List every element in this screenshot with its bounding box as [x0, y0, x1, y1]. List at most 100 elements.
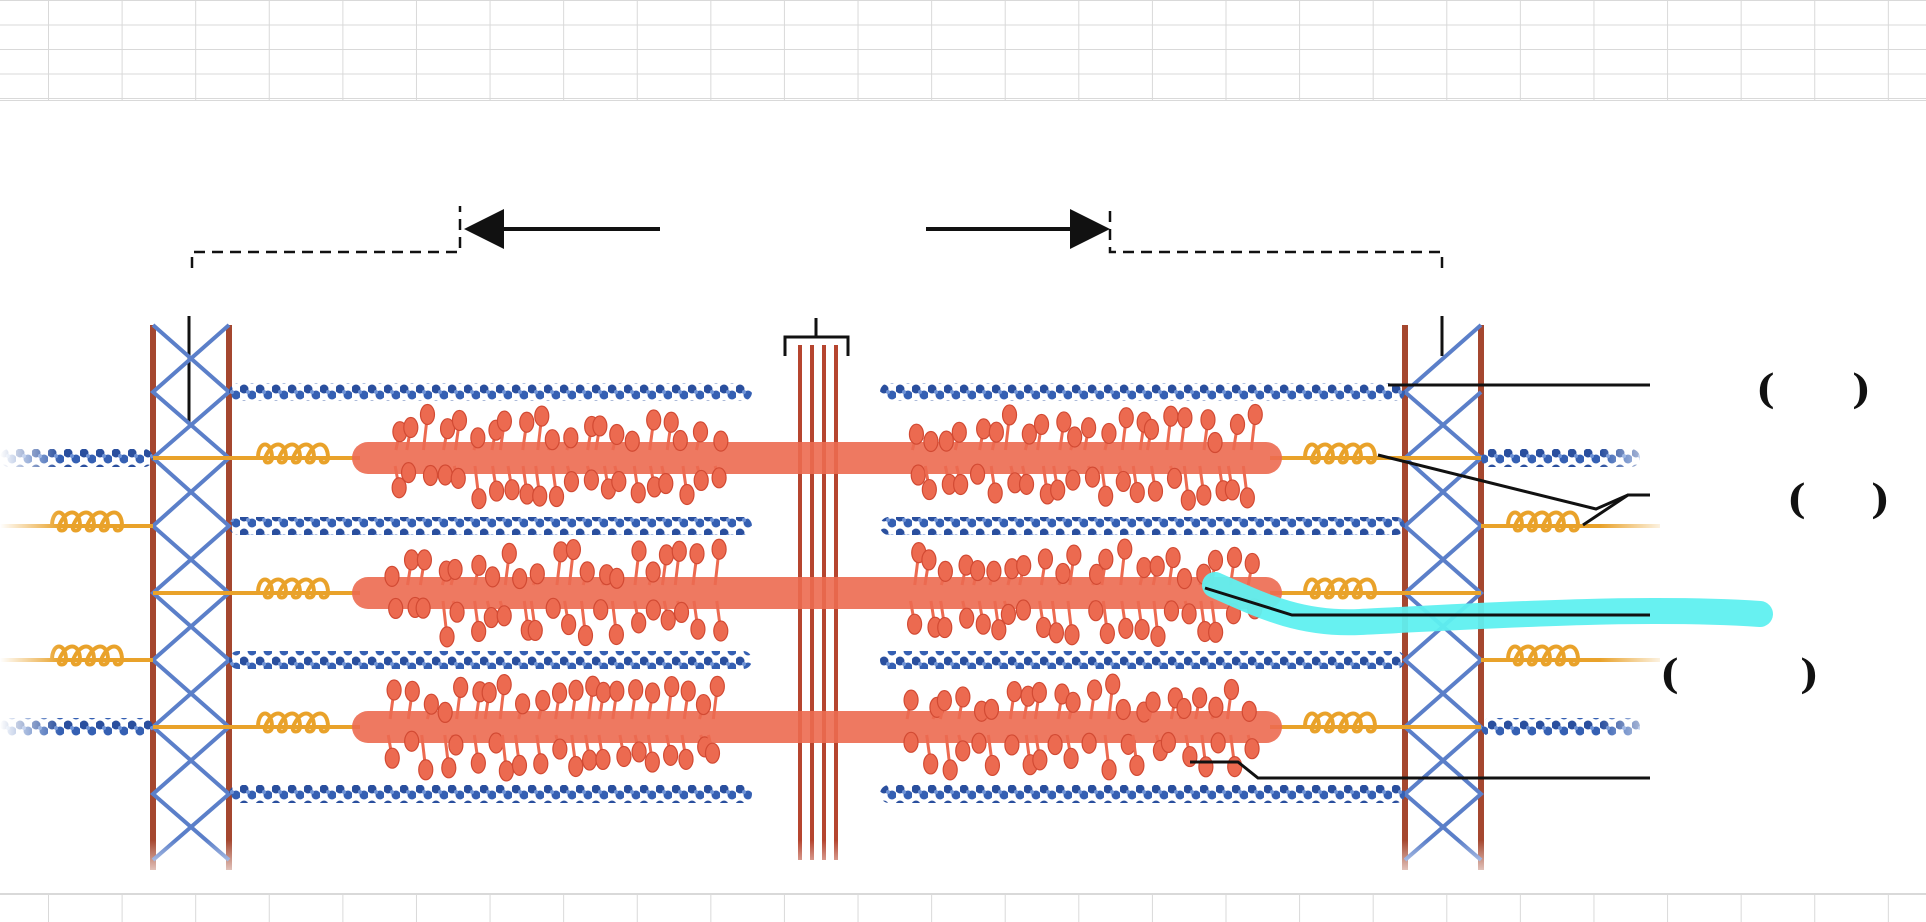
myosin-head — [593, 599, 609, 621]
myosin-head — [511, 754, 528, 776]
myosin-head — [441, 757, 457, 779]
myosin-head — [923, 753, 939, 775]
myosin-head — [1147, 480, 1164, 502]
myosin-head — [415, 597, 431, 619]
thin-filaments — [0, 383, 1640, 803]
myosin-head — [695, 693, 712, 716]
myosin-head — [1143, 418, 1160, 440]
myosin-head — [1208, 621, 1224, 643]
myosin-head — [692, 421, 709, 443]
titin-label-close: ) — [1871, 476, 1890, 523]
myosin-head — [1192, 687, 1208, 709]
myosin-head — [1247, 403, 1263, 426]
myosin-head — [704, 742, 721, 764]
myosin-head — [1118, 617, 1134, 639]
myosin-head — [1180, 489, 1196, 511]
myosin-head — [1066, 544, 1082, 566]
myosin-head — [645, 561, 661, 583]
myosin-head — [1118, 407, 1134, 429]
actin-filament — [229, 517, 752, 535]
myosin-head — [418, 759, 434, 781]
myosin-head — [1129, 754, 1145, 777]
myosin-head — [400, 462, 417, 484]
z-disc-right — [1401, 323, 1485, 870]
myosin-head — [451, 409, 468, 432]
myosin-head — [534, 405, 550, 427]
myosin-head — [1016, 555, 1032, 577]
myosin-head — [1239, 487, 1255, 509]
myosin-head — [609, 567, 625, 589]
myosin-head — [515, 693, 531, 715]
actin-filament — [229, 383, 752, 401]
myosin-head — [563, 427, 579, 449]
titin-leader-line-lower — [1582, 493, 1650, 527]
myosin-head — [483, 606, 499, 629]
myosin-head — [1015, 599, 1031, 621]
myosin-head — [1198, 756, 1214, 778]
myosin-head — [592, 415, 608, 437]
myosin-head — [1098, 548, 1114, 570]
myosin-head — [1163, 405, 1179, 427]
myosin-head — [548, 485, 565, 508]
myosin-head — [496, 674, 512, 696]
myosin-head — [1018, 473, 1035, 495]
myosin-head — [987, 482, 1003, 504]
myosin-head — [535, 689, 551, 712]
myosin-head — [663, 411, 679, 433]
myosin-head — [565, 538, 582, 561]
myosin-thick-filament — [352, 673, 1282, 782]
myosin-head — [1001, 404, 1018, 426]
myosin-head — [439, 418, 456, 440]
myosin-head — [439, 626, 455, 648]
myosin-head — [437, 701, 453, 724]
myosin-head — [481, 681, 497, 704]
myosin-head — [991, 619, 1007, 641]
myosin-head — [504, 479, 520, 501]
myosin-thick-filament — [352, 403, 1282, 511]
myosin-head — [1150, 625, 1166, 647]
actin-label-open: ( — [1756, 366, 1775, 413]
myosin-head — [581, 749, 598, 771]
myosin-head — [903, 689, 919, 711]
myosin-head — [1165, 546, 1181, 569]
myosin-head — [1067, 426, 1083, 448]
myosin-head — [1117, 538, 1133, 560]
myosin-head-leader-line — [1204, 586, 1650, 617]
myosin-head — [1101, 759, 1117, 781]
myosin-head — [484, 566, 501, 588]
myosin-head — [609, 680, 625, 702]
myosin-head — [1086, 679, 1103, 701]
myosin-head — [1145, 691, 1161, 713]
myosin-head — [1064, 624, 1080, 646]
myosin-head — [416, 549, 433, 571]
myosin-shaft — [352, 442, 1282, 474]
myosin-head — [1065, 469, 1081, 491]
myosin-head — [690, 618, 706, 640]
myosin-head — [921, 549, 937, 571]
titin-spring — [1270, 577, 1481, 600]
myosin-head — [552, 738, 568, 760]
myosin-head — [1207, 549, 1224, 571]
myosin-head — [388, 597, 404, 620]
myosin-head — [976, 418, 992, 440]
myosin-head — [984, 754, 1001, 777]
grid-background-top — [0, 0, 1926, 101]
myosin-head — [1115, 698, 1131, 721]
myosin-head — [942, 759, 958, 781]
titin-spring — [153, 577, 360, 600]
myosin-head — [624, 430, 640, 452]
myosin-head — [545, 597, 561, 619]
contraction-arrows — [187, 206, 1444, 422]
myosin-head — [709, 675, 725, 697]
myosin-head — [422, 464, 439, 487]
myosin-head — [1063, 747, 1079, 770]
myosin-head — [955, 740, 971, 762]
myosin-head — [404, 680, 420, 702]
myosin-head — [404, 730, 420, 752]
myosin-head — [672, 429, 688, 452]
myosin-head — [1036, 616, 1052, 639]
myosin-head — [938, 430, 954, 452]
myosin-head — [519, 411, 535, 433]
myosin-head — [1129, 481, 1145, 504]
myosin-head — [1065, 691, 1081, 713]
